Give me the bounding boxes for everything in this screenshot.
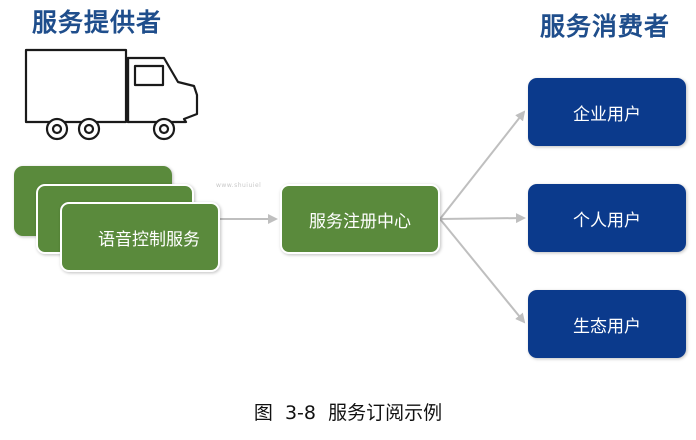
figure-caption: 图 3-8 服务订阅示例 bbox=[253, 402, 443, 424]
watermark: www.shuiuiel bbox=[216, 182, 262, 189]
truck-icon bbox=[24, 48, 199, 141]
provider-service-box: 语音控制服务 bbox=[60, 202, 220, 272]
arrow-to-enterprise bbox=[439, 110, 526, 220]
consumer-personal-label: 个人用户 bbox=[573, 210, 641, 231]
consumer-ecosystem-box: 生态用户 bbox=[528, 290, 686, 358]
consumer-ecosystem-label: 生态用户 bbox=[573, 316, 641, 337]
provider-service-label: 语音控制服务 bbox=[98, 229, 200, 250]
registry-box: 服务注册中心 bbox=[280, 184, 440, 254]
provider-heading: 服务提供者 bbox=[32, 8, 163, 37]
consumer-enterprise-label: 企业用户 bbox=[573, 104, 641, 125]
consumer-enterprise-box: 企业用户 bbox=[528, 78, 686, 146]
consumer-heading: 服务消费者 bbox=[540, 12, 671, 41]
arrow-to-personal bbox=[439, 213, 526, 224]
registry-label: 服务注册中心 bbox=[309, 211, 411, 232]
arrow-to-ecosystem bbox=[439, 218, 526, 324]
consumer-personal-box: 个人用户 bbox=[528, 184, 686, 252]
